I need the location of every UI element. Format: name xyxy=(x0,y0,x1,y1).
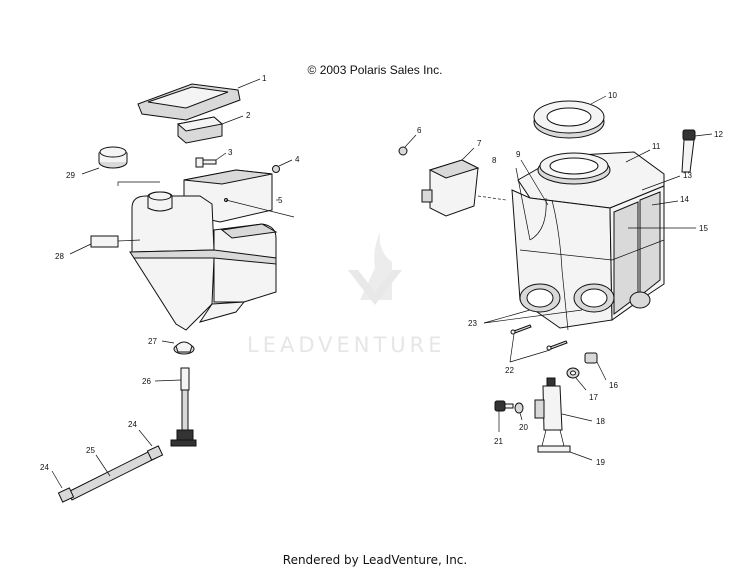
callout-7: 7 xyxy=(477,139,482,148)
part-4-nut xyxy=(272,159,293,173)
part-24-clamp-lower xyxy=(51,470,75,503)
callout-9: 9 xyxy=(516,150,521,159)
callout-22: 22 xyxy=(505,366,514,375)
callout-24-upper: 24 xyxy=(128,420,137,429)
part-27-grommet xyxy=(161,340,195,355)
callout-24-lower: 24 xyxy=(40,463,49,472)
part-1-tank-cover xyxy=(137,78,261,121)
part-7-control-module xyxy=(421,147,507,217)
part-18-mount-bracket xyxy=(534,377,593,431)
callout-28: 28 xyxy=(55,252,64,261)
copyright-text: © 2003 Polaris Sales Inc. xyxy=(307,63,443,77)
part-29-filler-cap xyxy=(81,146,160,186)
callout-13: 13 xyxy=(683,171,692,180)
callout-27: 27 xyxy=(148,337,157,346)
part-19-strap xyxy=(537,429,593,461)
part-25-hose xyxy=(67,449,157,501)
part-2-foam-block xyxy=(176,115,244,144)
part-21-bolt xyxy=(494,400,514,432)
callout-17: 17 xyxy=(589,393,598,402)
callout-4: 4 xyxy=(295,155,300,164)
part-10-ring-gasket xyxy=(533,95,607,139)
callout-8: 8 xyxy=(492,156,497,165)
callout-6: 6 xyxy=(417,126,422,135)
callout-10: 10 xyxy=(608,91,617,100)
part-6-fastener xyxy=(398,134,417,156)
callout-20: 20 xyxy=(519,423,528,432)
callout-14: 14 xyxy=(680,195,689,204)
callout-3: 3 xyxy=(228,148,233,157)
leadventure-watermark: LEADVENTURE xyxy=(247,232,446,357)
callout-16: 16 xyxy=(609,381,618,390)
part-26-level-sensor xyxy=(154,367,197,447)
part-23-screws xyxy=(483,309,583,324)
watermark-v-icon xyxy=(348,270,402,305)
part-3-screw xyxy=(195,152,227,168)
part-20-washer xyxy=(514,402,524,421)
callout-1: 1 xyxy=(262,74,267,83)
callout-2: 2 xyxy=(246,111,251,120)
callout-26: 26 xyxy=(142,377,151,386)
callout-15: 15 xyxy=(699,224,708,233)
airbox-housing xyxy=(511,149,696,331)
callout-23: 23 xyxy=(468,319,477,328)
callout-18: 18 xyxy=(596,417,605,426)
callout-11: 11 xyxy=(652,142,661,151)
part-12-strap-clip xyxy=(681,129,713,173)
part-16-bushing xyxy=(584,352,607,381)
rendered-by-footer: Rendered by LeadVenture, Inc. xyxy=(282,553,468,567)
callout-5: 5 xyxy=(278,196,283,205)
watermark-text: LEADVENTURE xyxy=(247,333,446,357)
part-22-bolts xyxy=(509,324,568,363)
part-5-oil-tank xyxy=(69,169,295,331)
callout-29: 29 xyxy=(66,171,75,180)
part-24-clamp-upper xyxy=(138,429,164,461)
callout-19: 19 xyxy=(596,458,605,467)
callout-12: 12 xyxy=(714,130,723,139)
callout-21: 21 xyxy=(494,437,503,446)
part-17-washer xyxy=(566,367,587,391)
callout-25: 25 xyxy=(86,446,95,455)
